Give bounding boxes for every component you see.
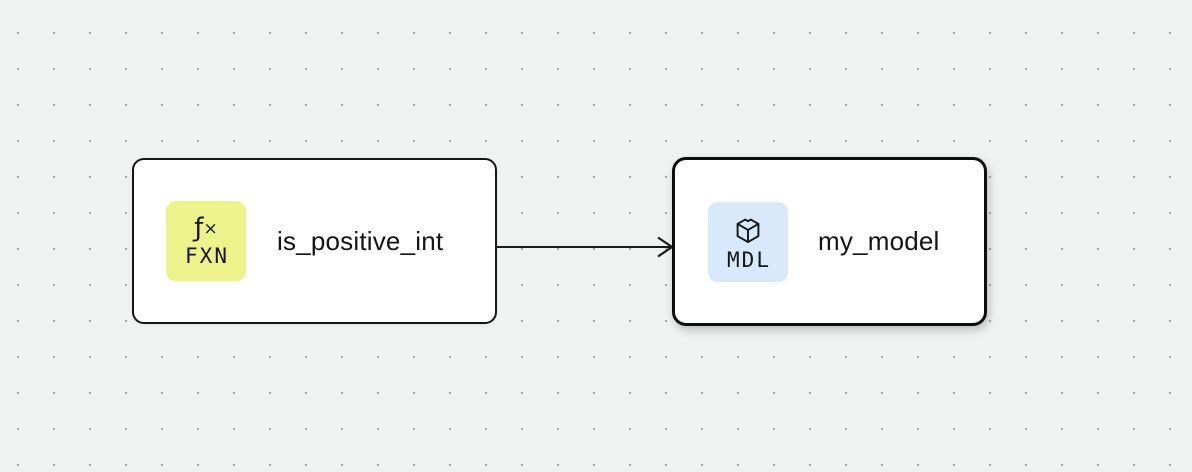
model-type-badge: MDL: [708, 201, 788, 282]
node-label: is_positive_int: [277, 225, 444, 256]
cube-icon: [731, 214, 765, 246]
badge-type-label: MDL: [727, 247, 771, 272]
node-label: my_model: [818, 226, 940, 256]
node-is-positive-int[interactable]: ƒ× FXN is_positive_int: [132, 158, 497, 324]
node-my-model[interactable]: MDL my_model: [672, 157, 987, 326]
badge-type-label: FXN: [185, 244, 229, 269]
fx-function-icon: ƒ×: [194, 212, 218, 243]
edge-arrow[interactable]: [496, 231, 676, 263]
function-type-badge: ƒ× FXN: [166, 201, 246, 281]
